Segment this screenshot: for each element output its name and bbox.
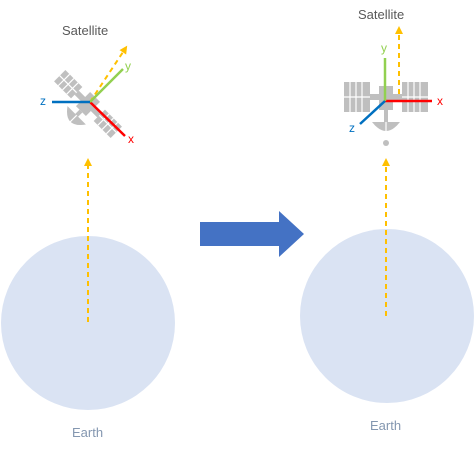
axis-y-label-right: y: [381, 41, 387, 55]
earth-label-right: Earth: [370, 418, 402, 433]
satellite-pointing-arrow-left: [89, 45, 128, 103]
axis-z-right: [359, 100, 386, 125]
earth-label-left: Earth: [72, 425, 104, 440]
axis-y-left: [89, 68, 124, 103]
satellite-icon: [54, 70, 122, 138]
axis-x-left: [89, 101, 126, 137]
axis-x-label-left: x: [128, 132, 134, 146]
satellite-icon: [344, 82, 428, 146]
axis-z-label-right: z: [349, 121, 355, 135]
axis-y-label-left: y: [125, 59, 131, 73]
earth-left: [1, 236, 175, 410]
axis-z-label-left: z: [40, 94, 46, 108]
satellite-label-left: Satellite: [62, 23, 109, 38]
satellite-label-right: Satellite: [358, 7, 405, 22]
axis-x-label-right: x: [437, 94, 443, 108]
right-arrow-icon: [200, 211, 304, 257]
